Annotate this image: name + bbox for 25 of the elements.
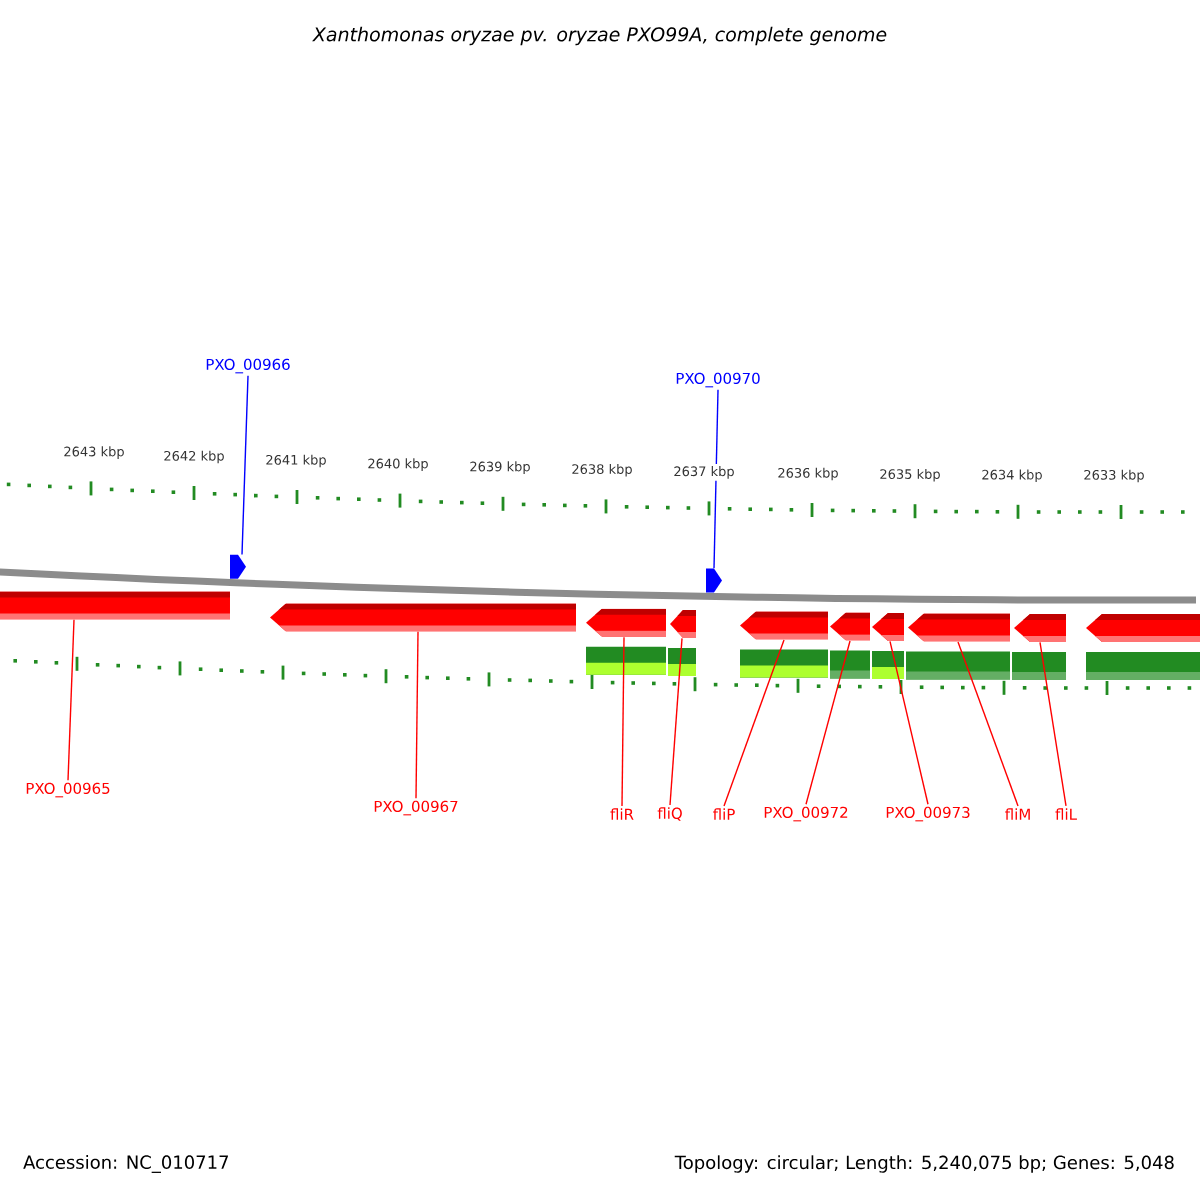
gene-feature: [872, 613, 904, 641]
title: Xanthomonas oryzae pv. oryzae PXO99A, complete genome: [312, 26, 887, 46]
trna-feature: [230, 554, 246, 579]
leader-line: [241, 375, 249, 556]
leader-line: [805, 640, 851, 805]
leader-line: [713, 389, 719, 569]
gene-feature: [908, 613, 1010, 642]
leader-line: [669, 637, 683, 806]
accession-text: Accession: NC_010717: [23, 1155, 228, 1173]
gene-feature: [830, 612, 870, 641]
gene-feature: [0, 591, 230, 620]
gene-feature: [1086, 614, 1200, 642]
gene-feature: [270, 603, 576, 632]
leader-line: [67, 619, 75, 781]
leader-line: [1039, 641, 1067, 807]
gene-feature: [1014, 614, 1066, 642]
gene-feature: [670, 610, 696, 638]
trna-feature: [706, 568, 722, 593]
leader-line: [415, 631, 419, 799]
leader-line: [723, 639, 785, 807]
leader-line: [957, 641, 1019, 807]
gene-feature: [586, 608, 666, 637]
leader-line: [889, 640, 929, 805]
genome-summary: Topology: circular; Length: 5,240,075 bp; Genes: 5,048: [674, 1155, 1174, 1173]
leader-line: [621, 636, 625, 807]
